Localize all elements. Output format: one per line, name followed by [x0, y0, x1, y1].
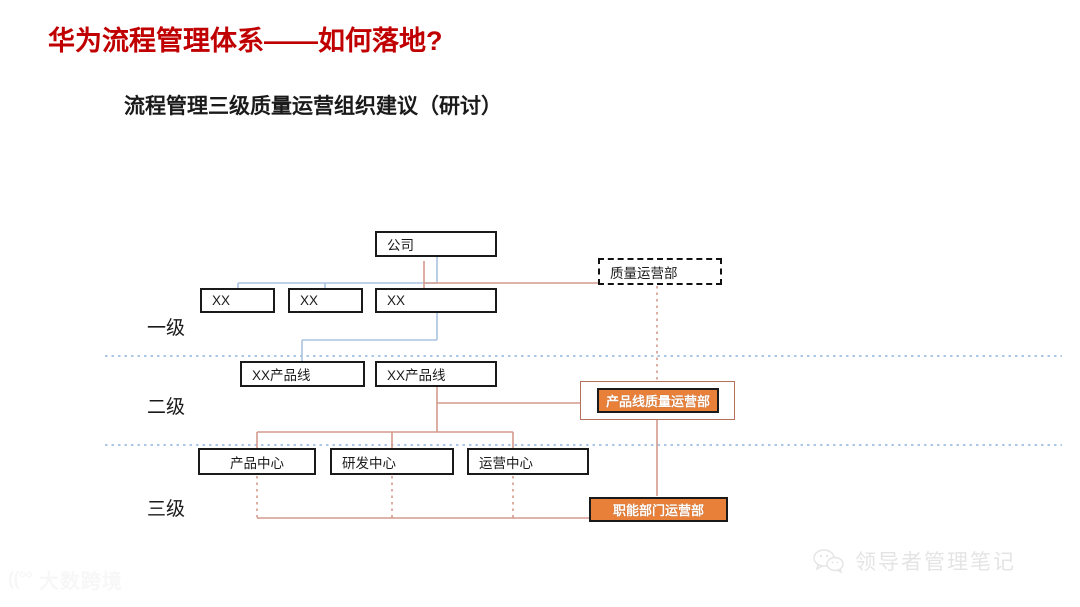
node-product-line-1-label: XX产品线 — [252, 368, 311, 383]
tier-label-3: 三级 — [147, 499, 186, 520]
node-product-line-2[interactable]: XX产品线 — [375, 361, 497, 387]
node-product-line-quality-ops[interactable]: 产品线质量运营部 — [597, 388, 719, 413]
node-center-product-label: 产品中心 — [230, 455, 284, 471]
node-company[interactable]: 公司 — [375, 231, 497, 257]
node-product-line-2-label: XX产品线 — [387, 368, 446, 383]
node-product-line-quality-ops-label: 产品线质量运营部 — [605, 394, 710, 409]
tier-label-2: 二级 — [147, 397, 186, 418]
node-function-dept-ops[interactable]: 职能部门运营部 — [589, 497, 728, 522]
node-unit-3[interactable]: XX — [375, 288, 497, 313]
node-quality-ops-dept-label: 质量运营部 — [610, 265, 678, 281]
node-unit-3-label: XX — [387, 293, 406, 308]
watermark-left: ((°° 大数跨境 — [8, 565, 123, 594]
node-function-dept-ops-label: 职能部门运营部 — [612, 503, 704, 518]
node-product-line-1[interactable]: XX产品线 — [240, 361, 365, 387]
node-company-label: 公司 — [387, 238, 414, 253]
node-unit-1-label: XX — [212, 293, 231, 308]
node-center-ops[interactable]: 运营中心 — [467, 448, 589, 475]
page-subtitle: 流程管理三级质量运营组织建议（研讨） — [124, 95, 502, 118]
watermark-right: 领导者管理笔记 — [812, 546, 1016, 576]
watermark-left-text: 大数跨境 — [38, 571, 123, 593]
node-unit-2[interactable]: XX — [288, 288, 363, 313]
node-unit-1[interactable]: XX — [200, 288, 275, 313]
watermark-right-text: 领导者管理笔记 — [855, 551, 1016, 574]
dashu-logo-icon: ((°° — [8, 568, 33, 590]
tier-label-1: 一级 — [147, 318, 186, 339]
page-title: 华为流程管理体系——如何落地? — [48, 26, 443, 56]
node-center-product[interactable]: 产品中心 — [198, 448, 316, 475]
wechat-icon — [812, 548, 846, 574]
node-center-ops-label: 运营中心 — [479, 455, 533, 471]
node-center-rd[interactable]: 研发中心 — [330, 448, 454, 475]
node-center-rd-label: 研发中心 — [342, 455, 396, 471]
node-unit-2-label: XX — [300, 293, 319, 308]
node-quality-ops-dept[interactable]: 质量运营部 — [598, 258, 722, 285]
